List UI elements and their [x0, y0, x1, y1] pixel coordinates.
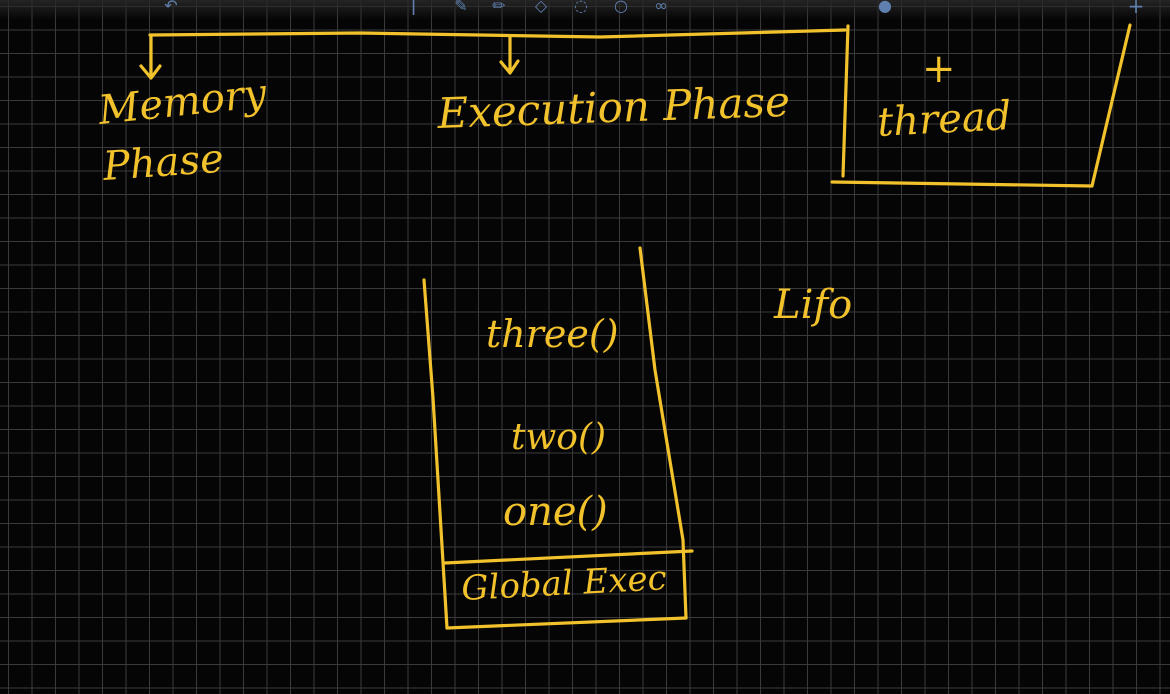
lifo-label: Lifo: [773, 282, 852, 328]
eraser-icon[interactable]: ◇: [534, 0, 548, 15]
stack-frame-three: three(): [486, 312, 619, 356]
thread-box: [830, 23, 1132, 188]
execution-arrow: [499, 35, 520, 75]
call-stack-bottom: [445, 616, 688, 630]
plus-sign: +: [922, 46, 956, 92]
pen-icon[interactable]: ▏: [412, 0, 426, 15]
stack-frame-two: two(): [511, 417, 606, 458]
drawing-toolbar: ↶ ▏ ✎ ✏ ◇ ◌ ○ ∞ ● +: [0, 0, 1170, 20]
mic-icon[interactable]: ●: [878, 0, 892, 15]
stack-frame-global: Global Exec: [460, 558, 667, 609]
memory-arrow: [139, 33, 162, 80]
highlighter-icon[interactable]: ✎: [454, 0, 468, 15]
pencil-icon[interactable]: ✏: [492, 0, 506, 15]
shapes-icon[interactable]: ○: [614, 0, 628, 15]
lasso-icon[interactable]: ◌: [574, 0, 588, 15]
memory-phase-label-line2: Phase: [100, 136, 225, 190]
thread-label: thread: [876, 93, 1012, 146]
stack-frame-one: one(): [503, 489, 608, 535]
call-stack-left-wall: [422, 278, 449, 630]
phase-bracket-line: [148, 28, 847, 39]
call-stack-right-wall: [638, 246, 688, 620]
add-icon[interactable]: +: [1127, 0, 1145, 18]
undo-icon[interactable]: ↶: [164, 0, 178, 15]
execution-phase-label: Execution Phase: [436, 77, 791, 138]
memory-phase-label-line1: Memory: [95, 70, 270, 134]
link-icon[interactable]: ∞: [654, 0, 668, 15]
call-stack-divider: [443, 549, 694, 565]
